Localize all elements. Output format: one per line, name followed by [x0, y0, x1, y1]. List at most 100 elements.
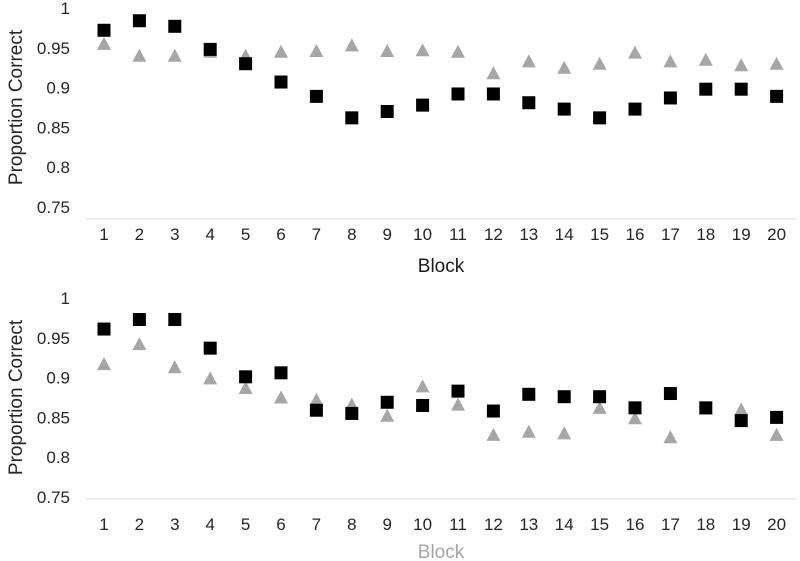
data-point-square — [557, 390, 571, 404]
data-point-triangle — [344, 38, 359, 52]
data-point-triangle — [592, 56, 607, 70]
data-point-square — [451, 384, 465, 398]
data-point-square — [770, 89, 784, 103]
x-tick-label: 10 — [413, 515, 432, 534]
y-tick-label: 0.95 — [37, 329, 70, 348]
data-point-triangle — [274, 44, 288, 58]
x-axis-title: Block — [418, 256, 465, 277]
data-point-triangle — [203, 371, 218, 385]
data-point-triangle — [734, 402, 749, 416]
y-tick-label: 0.75 — [37, 488, 70, 507]
x-tick-label: 3 — [170, 225, 179, 244]
x-tick-label: 13 — [519, 515, 538, 534]
data-point-square — [274, 366, 288, 380]
x-tick-label: 14 — [555, 515, 574, 534]
data-point-triangle — [628, 45, 642, 59]
y-tick-label: 1 — [61, 0, 70, 18]
data-point-triangle — [451, 397, 465, 411]
x-tick-label: 15 — [590, 515, 609, 534]
data-point-triangle — [663, 54, 678, 68]
y-tick-label: 0.75 — [37, 198, 70, 217]
x-tick-label: 10 — [413, 225, 432, 244]
data-point-square — [699, 82, 713, 96]
data-point-square — [345, 111, 359, 125]
data-point-triangle — [521, 424, 536, 438]
data-point-triangle — [97, 36, 111, 50]
data-point-square — [168, 19, 182, 33]
data-point-triangle — [486, 66, 501, 80]
x-tick-label: 19 — [732, 225, 751, 244]
data-point-triangle — [167, 48, 182, 62]
x-tick-label: 17 — [661, 225, 680, 244]
data-point-triangle — [132, 48, 147, 62]
data-point-triangle — [451, 44, 465, 58]
data-point-square — [663, 387, 677, 401]
x-tick-label: 9 — [382, 515, 391, 534]
x-tick-label: 15 — [590, 225, 609, 244]
data-point-square — [734, 82, 748, 96]
data-point-triangle — [380, 43, 395, 57]
data-point-triangle — [592, 400, 607, 414]
data-point-square — [699, 401, 713, 415]
x-tick-label: 18 — [696, 225, 715, 244]
x-tick-label: 12 — [484, 515, 503, 534]
data-point-square — [309, 403, 323, 417]
x-tick-label: 9 — [382, 225, 391, 244]
y-tick-label: 1 — [61, 289, 70, 308]
data-point-triangle — [769, 56, 784, 70]
data-point-square — [486, 404, 500, 418]
x-tick-label: 7 — [312, 225, 321, 244]
x-tick-label: 4 — [205, 225, 214, 244]
y-tick-label: 0.9 — [46, 369, 70, 388]
x-tick-label: 1 — [99, 225, 108, 244]
x-tick-label: 13 — [519, 225, 538, 244]
data-point-square — [168, 312, 182, 326]
data-point-triangle — [486, 427, 501, 441]
x-tick-label: 2 — [135, 225, 144, 244]
x-axis-title: Block — [418, 542, 465, 561]
x-tick-label: 1 — [99, 515, 108, 534]
data-point-square — [380, 395, 394, 409]
data-point-triangle — [734, 58, 749, 72]
data-point-square — [628, 102, 642, 116]
y-tick-label: 0.8 — [46, 448, 70, 467]
x-tick-label: 5 — [241, 225, 250, 244]
data-point-square — [593, 390, 607, 404]
x-tick-label: 11 — [449, 515, 467, 534]
x-tick-label: 18 — [696, 515, 715, 534]
data-point-square — [557, 102, 571, 116]
data-point-triangle — [521, 54, 536, 68]
x-tick-label: 12 — [484, 225, 503, 244]
y-axis-title: Proportion Correct — [6, 29, 27, 185]
data-point-square — [380, 104, 394, 118]
data-point-triangle — [628, 411, 642, 425]
data-point-square — [239, 370, 253, 384]
data-point-square — [522, 387, 536, 401]
data-point-square — [522, 96, 536, 110]
x-tick-label: 6 — [276, 225, 285, 244]
x-tick-label: 16 — [626, 515, 645, 534]
data-point-square — [416, 98, 430, 112]
data-point-triangle — [698, 52, 713, 66]
data-point-triangle — [557, 426, 572, 440]
data-point-triangle — [380, 408, 395, 422]
data-point-triangle — [238, 380, 253, 394]
x-tick-label: 5 — [241, 515, 250, 534]
y-tick-label: 0.9 — [46, 79, 70, 98]
x-tick-label: 4 — [205, 515, 214, 534]
data-point-triangle — [769, 427, 784, 441]
x-tick-label: 11 — [449, 225, 467, 244]
x-tick-label: 8 — [347, 515, 356, 534]
data-point-triangle — [97, 357, 111, 371]
data-point-square — [486, 87, 500, 101]
data-point-square — [274, 75, 288, 89]
x-tick-label: 2 — [135, 515, 144, 534]
y-tick-label: 0.85 — [37, 408, 70, 427]
y-tick-label: 0.95 — [37, 39, 70, 58]
y-tick-label: 0.8 — [46, 158, 70, 177]
data-point-square — [451, 87, 465, 101]
data-point-triangle — [167, 360, 182, 374]
data-point-triangle — [663, 430, 678, 444]
